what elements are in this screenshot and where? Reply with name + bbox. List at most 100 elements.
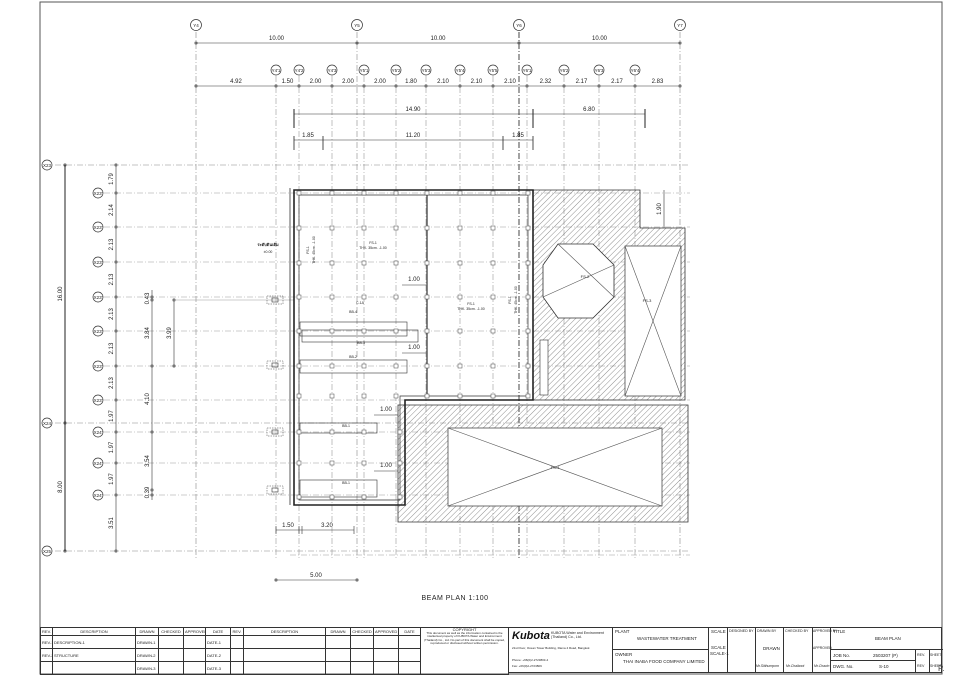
pile-mark <box>329 363 335 369</box>
dimension-value: 2.17 <box>576 79 588 85</box>
grid-label: Y5'5 <box>489 68 498 73</box>
dimension-value: 10.00 <box>269 36 285 42</box>
pile-mark <box>393 328 399 334</box>
dim-node <box>114 549 118 553</box>
grid-label: Y5'1 <box>360 68 369 73</box>
slab-thickness: THK. 45cm. -1.00 <box>514 286 518 313</box>
dimension-value: 3.20 <box>321 523 333 529</box>
dimension-value: 1.00 <box>408 277 420 283</box>
dimension-value: 14.90 <box>405 107 421 113</box>
pile-mark <box>393 190 399 196</box>
grid-bubble <box>92 325 104 337</box>
grid-bubble <box>92 360 104 372</box>
dim-node <box>114 295 118 299</box>
rev-cell: REV-2 <box>40 648 53 662</box>
pile-mark <box>490 393 496 399</box>
job-number-label: JOB No. <box>833 653 851 658</box>
company-address: 21st Floor, Ocean Tower Building, Rama 4… <box>512 646 590 650</box>
dim-node <box>330 84 334 88</box>
footing <box>266 360 284 370</box>
pile-mark <box>361 494 367 500</box>
drawn-cell: DRAWN-2 <box>135 648 159 662</box>
checked-by-label: CHECKED BY <box>785 629 809 633</box>
grid-label: Y4 <box>193 23 199 28</box>
scale-value: SCALE <box>711 645 726 650</box>
grid-bubble <box>593 64 605 76</box>
dimension-value: 1.50 <box>282 79 294 85</box>
dimension-value: 2.13 <box>109 377 115 389</box>
tank-label: FS-4 <box>551 465 560 470</box>
drawn-cell: DRAWN-3 <box>135 661 159 675</box>
grid-label: Y4'2 <box>295 68 304 73</box>
pile-mark <box>329 190 335 196</box>
date-header-2: DATE <box>398 627 421 636</box>
cross-line <box>447 427 663 507</box>
pile-mark <box>525 363 531 369</box>
dimension-value: 4.92 <box>230 79 242 85</box>
dimension-value: 1.90 <box>657 203 663 215</box>
grid-label: Y5'2 <box>392 68 401 73</box>
rev-header: REV. <box>40 627 53 636</box>
checked-name: Mr.Chaiboot <box>786 664 805 668</box>
sheet-value: SHEET <box>930 664 942 668</box>
title-block: Kubota KUBOTA Water and Environment (Tha… <box>508 627 943 673</box>
pile-mark <box>457 190 463 196</box>
pile-mark <box>361 429 367 435</box>
beam-label: BB-2 <box>349 355 357 359</box>
company-logo: Kubota <box>512 630 550 642</box>
pile-mark <box>361 328 367 334</box>
grid-label: Y5'3 <box>422 68 431 73</box>
dim-node <box>297 84 301 88</box>
pile-mark <box>393 393 399 399</box>
designed-by-label: DESIGNED BY <box>729 629 754 633</box>
grid-bubble <box>390 64 402 76</box>
dimension-value: 2.10 <box>471 79 483 85</box>
slab-thickness: THK. 35cm. -1.00 <box>359 246 386 250</box>
beam-label: BB-1 <box>342 481 350 485</box>
dim-node <box>150 493 154 497</box>
grid-label: X23' <box>94 364 103 369</box>
scale-label: SCALE <box>711 629 726 634</box>
dimension-value: 16.00 <box>58 286 64 302</box>
pile-mark <box>490 225 496 231</box>
pile-mark <box>393 294 399 300</box>
dimension-value: 1.85 <box>302 133 314 139</box>
pile-mark <box>393 260 399 266</box>
copyright-title: COPYRIGHT <box>452 627 477 632</box>
pile-mark <box>457 260 463 266</box>
dimension-value: 0.39 <box>145 486 151 498</box>
approved-header-2: APPROVED <box>373 627 399 636</box>
title-label: TITLE <box>833 629 846 634</box>
slab-thickness: THK. 35cm. -1.00 <box>457 307 484 311</box>
pile-mark <box>525 190 531 196</box>
dimension-value: 6.80 <box>583 107 595 113</box>
grid-bubble <box>558 64 570 76</box>
title-info-block: TITLE BEAM PLAN JOB No. 2503207 (P) DWG.… <box>831 628 943 672</box>
pile-mark <box>525 328 531 334</box>
pile-mark <box>361 190 367 196</box>
grid-label: Y6 <box>516 23 522 28</box>
foundation-outline <box>293 189 534 506</box>
slab-label: FS-1 <box>369 241 377 245</box>
dimension-value: 1.79 <box>109 173 115 185</box>
pile-mark <box>457 225 463 231</box>
beam-label: BB-3 <box>357 341 365 345</box>
pile-mark <box>296 363 302 369</box>
pile-mark <box>361 363 367 369</box>
dimension-value: 3.84 <box>145 327 151 339</box>
grid-label: Y4'3 <box>328 68 337 73</box>
pile-mark <box>397 460 403 466</box>
drawn-header-2: DRAWN <box>325 627 351 636</box>
pile-mark <box>424 260 430 266</box>
dim-node <box>114 163 118 167</box>
dimension-value: 2.10 <box>437 79 449 85</box>
rev-cell: REV-1 <box>40 635 53 649</box>
pile-mark <box>490 294 496 300</box>
dimension-value: 3.51 <box>109 517 115 529</box>
rev-cell <box>40 661 53 675</box>
grid-bubble <box>326 64 338 76</box>
drawn-cell: DRAWN-1 <box>135 635 159 649</box>
grid-bubble <box>629 64 641 76</box>
rev-label: REV. <box>917 653 926 657</box>
drawn-name: Mr.Sitthumporn <box>756 664 780 668</box>
